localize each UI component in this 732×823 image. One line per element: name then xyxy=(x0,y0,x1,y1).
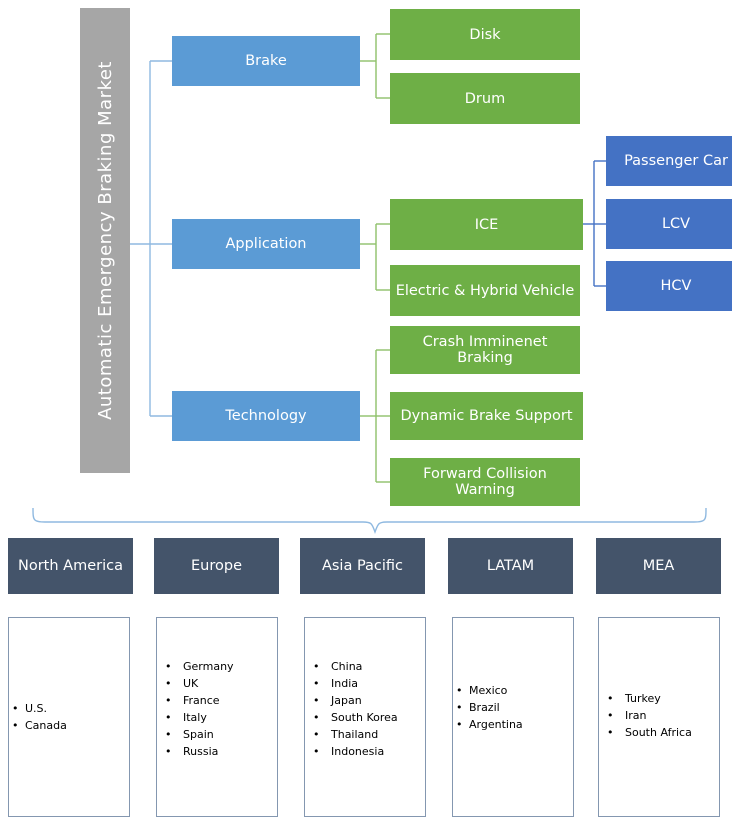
brake-type-node-drum[interactable]: Drum xyxy=(390,73,580,124)
region-node-asia-pacific[interactable]: Asia Pacific xyxy=(300,538,425,594)
brake-type-node-disk-label: Disk xyxy=(469,26,501,43)
country-list-item: Brazil xyxy=(453,699,573,716)
application-type-node-ice[interactable]: ICE xyxy=(390,199,583,250)
vehicle-type-node-lcv-label: LCV xyxy=(661,216,691,232)
country-list-item: India xyxy=(305,675,425,692)
country-list-asia-pacific: ChinaIndiaJapanSouth KoreaThailandIndone… xyxy=(304,617,426,817)
region-node-north-america[interactable]: North America xyxy=(8,538,133,594)
segment-node-brake[interactable]: Brake xyxy=(172,36,360,86)
vehicle-type-node-hcv-label: HCV xyxy=(660,278,692,294)
application-type-node-ice-label: ICE xyxy=(474,216,499,233)
technology-node-dynamic-brake-support-label: Dynamic Brake Support xyxy=(400,408,573,424)
vehicle-type-node-hcv[interactable]: HCV xyxy=(606,261,732,311)
country-list: U.S.Canada xyxy=(9,700,129,734)
technology-node-crash-imminent-braking-label: Crash Imminenet Braking xyxy=(422,334,548,366)
country-list-item: Spain xyxy=(157,726,277,743)
country-list-item: Italy xyxy=(157,709,277,726)
segment-node-application[interactable]: Application xyxy=(172,219,360,269)
root-node-label: Automatic Emergency Braking Market xyxy=(94,61,116,420)
region-node-europe[interactable]: Europe xyxy=(154,538,279,594)
segment-node-technology-label: Technology xyxy=(225,408,307,424)
country-list-item: South Africa xyxy=(599,724,719,741)
country-list-item: Indonesia xyxy=(305,743,425,760)
country-list-item: Iran xyxy=(599,707,719,724)
country-list-item: South Korea xyxy=(305,709,425,726)
country-list-item: Japan xyxy=(305,692,425,709)
country-list-north-america: U.S.Canada xyxy=(8,617,130,817)
country-list-item: Canada xyxy=(9,717,129,734)
application-type-node-electric-hybrid-label: Electric & Hybrid Vehicle xyxy=(395,282,575,299)
segment-node-application-label: Application xyxy=(225,236,307,252)
region-node-asia-pacific-label: Asia Pacific xyxy=(321,558,404,574)
country-list-item: Thailand xyxy=(305,726,425,743)
country-list: GermanyUKFranceItalySpainRussia xyxy=(157,658,277,760)
country-list-item: Germany xyxy=(157,658,277,675)
region-node-latam[interactable]: LATAM xyxy=(448,538,573,594)
country-list-item: Russia xyxy=(157,743,277,760)
vehicle-type-node-lcv[interactable]: LCV xyxy=(606,199,732,249)
country-list-item: U.S. xyxy=(9,700,129,717)
country-list: ChinaIndiaJapanSouth KoreaThailandIndone… xyxy=(305,658,425,760)
country-list: MexicoBrazilArgentina xyxy=(453,682,573,733)
segment-node-brake-label: Brake xyxy=(245,53,287,69)
region-node-mea-label: MEA xyxy=(642,558,675,574)
region-node-latam-label: LATAM xyxy=(486,558,535,574)
country-list: TurkeyIranSouth Africa xyxy=(599,690,719,741)
country-list-item: Argentina xyxy=(453,716,573,733)
vehicle-type-node-passenger-car-label: Passenger Car xyxy=(624,153,728,169)
brake-type-node-disk[interactable]: Disk xyxy=(390,9,580,60)
technology-node-crash-imminent-braking[interactable]: Crash Imminenet Braking xyxy=(390,326,580,374)
country-list-item: China xyxy=(305,658,425,675)
technology-node-forward-collision-warning-label: Forward Collision Warning xyxy=(423,466,547,498)
country-list-item: Turkey xyxy=(599,690,719,707)
application-type-node-electric-hybrid[interactable]: Electric & Hybrid Vehicle xyxy=(390,265,580,316)
technology-node-dynamic-brake-support[interactable]: Dynamic Brake Support xyxy=(390,392,583,440)
brake-type-node-drum-label: Drum xyxy=(464,90,506,107)
country-list-item: UK xyxy=(157,675,277,692)
country-list-item: France xyxy=(157,692,277,709)
root-node-market[interactable]: Automatic Emergency Braking Market xyxy=(80,8,130,473)
region-node-europe-label: Europe xyxy=(191,558,242,574)
vehicle-type-node-passenger-car[interactable]: Passenger Car xyxy=(606,136,732,186)
country-list-item: Mexico xyxy=(453,682,573,699)
country-list-europe: GermanyUKFranceItalySpainRussia xyxy=(156,617,278,817)
country-list-latam: MexicoBrazilArgentina xyxy=(452,617,574,817)
region-node-mea[interactable]: MEA xyxy=(596,538,721,594)
technology-node-forward-collision-warning[interactable]: Forward Collision Warning xyxy=(390,458,580,506)
segment-node-technology[interactable]: Technology xyxy=(172,391,360,441)
country-list-mea: TurkeyIranSouth Africa xyxy=(598,617,720,817)
region-node-north-america-label: North America xyxy=(18,558,123,574)
